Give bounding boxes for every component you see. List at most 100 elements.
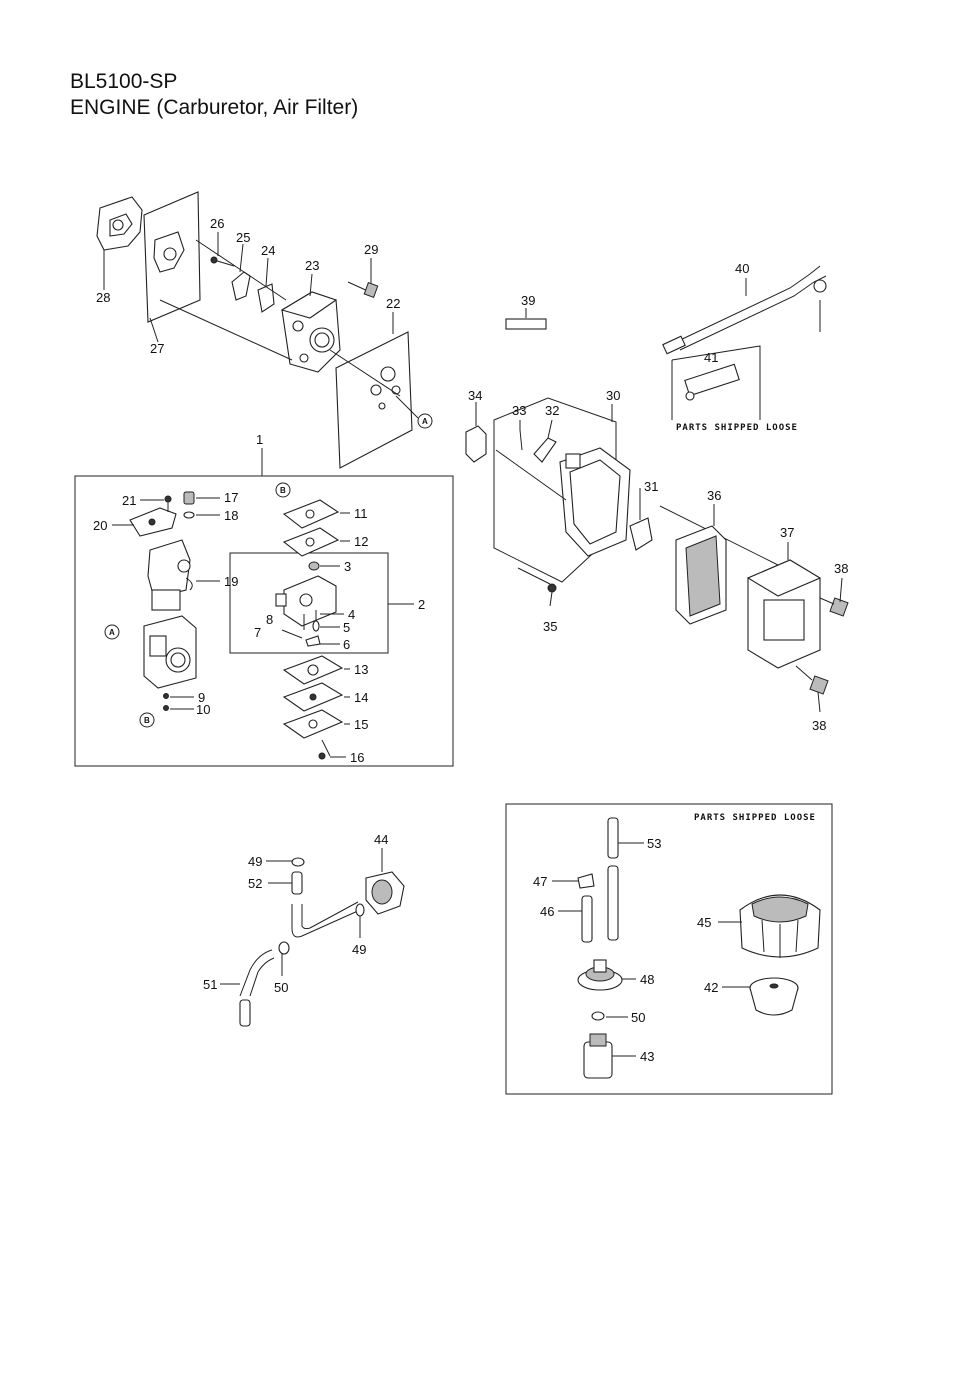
callout-15: 15: [354, 717, 368, 732]
callout-51: 51: [203, 977, 217, 992]
screw-16: [318, 739, 331, 760]
hose-51: [239, 949, 275, 1027]
leaders-loose-parts: [552, 842, 750, 1057]
callout-48: 48: [640, 972, 654, 987]
screw-3: [308, 561, 320, 571]
parts-loose-box-41: [671, 345, 761, 420]
filter-element-36: [675, 525, 727, 625]
leaders-upper-left: [103, 232, 394, 343]
callout-11: 11: [354, 506, 368, 521]
callout-4: 4: [348, 607, 355, 622]
ref-a-label-upper: A: [422, 417, 428, 426]
callout-31: 31: [644, 479, 658, 494]
diaphragm-13: [282, 655, 344, 685]
callout-36: 36: [707, 488, 721, 503]
callout-24: 24: [261, 243, 275, 258]
callout-40: 40: [735, 261, 749, 276]
leaders-air-filter: [519, 404, 843, 713]
oring-49-upper: [291, 857, 305, 867]
insulator-23: [280, 291, 341, 373]
spacer-39: [505, 318, 547, 330]
callout-18: 18: [224, 508, 238, 523]
callout-42: 42: [704, 980, 718, 995]
throttle-body: [147, 539, 191, 611]
screw-33: [519, 429, 523, 451]
callout-5: 5: [343, 620, 350, 635]
callout-30: 30: [606, 388, 620, 403]
tank-cap-45: [739, 894, 821, 958]
screw-26: [210, 256, 235, 267]
callout-52: 52: [248, 876, 262, 891]
pump-body: [275, 575, 337, 627]
hose-40: [662, 265, 827, 355]
callout-25: 25: [236, 230, 250, 245]
callout-37: 37: [780, 525, 794, 540]
callout-47: 47: [533, 874, 547, 889]
screw-21: [164, 495, 172, 512]
callout-29: 29: [364, 242, 378, 257]
filter-cover-37: [746, 559, 822, 669]
callout-34: 34: [468, 388, 482, 403]
leaders-carburetor: [112, 497, 350, 758]
pipe-46: [581, 895, 593, 943]
oring-50-left: [278, 941, 290, 955]
clip-19: [185, 577, 193, 591]
parts-loose-box-lower: [505, 803, 833, 1095]
gasket-27: [143, 191, 201, 323]
parts-shipped-loose-note-top: PARTS SHIPPED LOOSE: [676, 423, 798, 433]
callout-53: 53: [647, 836, 661, 851]
callout-labels: 1 2 3 4 5 6 7 8 9 10 11 12 13 14 15 16 1…: [93, 216, 848, 1064]
callout-23: 23: [305, 258, 319, 273]
callout-39: 39: [521, 293, 535, 308]
bolt-29: [347, 281, 379, 298]
callout-9: 9: [198, 690, 205, 705]
ref-b-marker-upper: [275, 482, 291, 498]
gasket-12: [282, 527, 340, 557]
cap-17: [183, 491, 195, 505]
pipe-52: [291, 871, 303, 895]
screws-9-10: [163, 693, 169, 711]
callout-16: 16: [350, 750, 364, 765]
callout-8: 8: [266, 612, 273, 627]
ref-a-marker-upper: [417, 413, 433, 429]
knob-38-lower: [809, 675, 829, 695]
lever-32: [533, 437, 557, 463]
plate-25: [231, 271, 251, 301]
callout-38-lower: 38: [812, 718, 826, 733]
callout-3: 3: [344, 559, 351, 574]
ref-b-marker-lower: [139, 712, 155, 728]
callout-13: 13: [354, 662, 368, 677]
oring-49-lower: [355, 903, 365, 917]
callout-17: 17: [224, 490, 238, 505]
hose-curved: [291, 901, 361, 938]
cover-15: [282, 709, 344, 739]
callout-10: 10: [196, 702, 210, 717]
model-title: BL5100-SP: [70, 70, 178, 93]
grommet-48: [577, 959, 623, 991]
tube-53: [607, 817, 619, 941]
callout-6: 6: [343, 637, 350, 652]
ref-b-label-upper: B: [280, 486, 286, 495]
callout-12: 12: [354, 534, 368, 549]
carburetor-body: [143, 615, 197, 689]
callout-38-upper: 38: [834, 561, 848, 576]
callout-2: 2: [418, 597, 425, 612]
bolt-35: [517, 567, 557, 593]
callout-1: 1: [256, 432, 263, 447]
callout-22: 22: [386, 296, 400, 311]
diaphragm-11: [282, 499, 340, 529]
air-cleaner-base: [559, 447, 631, 557]
oring-50-right: [591, 1011, 605, 1021]
callout-50-left: 50: [274, 980, 288, 995]
choke-lever-20: [129, 507, 177, 537]
callout-45: 45: [697, 915, 711, 930]
knob-38-upper: [829, 597, 849, 617]
callout-43: 43: [640, 1049, 654, 1064]
callout-20: 20: [93, 518, 107, 533]
callout-7: 7: [254, 625, 261, 640]
gasket-28: [96, 196, 143, 251]
oring-34: [465, 425, 487, 463]
callout-19: 19: [224, 574, 238, 589]
callout-32: 32: [545, 403, 559, 418]
